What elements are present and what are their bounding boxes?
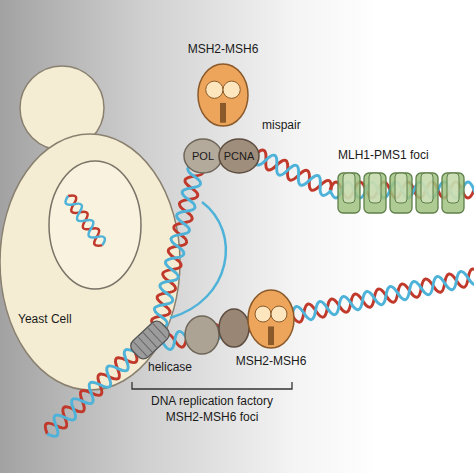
bracket <box>132 382 292 389</box>
mlh1-pms1-foci: MLH1-PMS1 foci <box>334 170 470 216</box>
helicase-outline <box>128 324 172 356</box>
mlh1-pms1-shape <box>442 173 464 213</box>
daughter-dna <box>252 148 335 198</box>
msh-lobe <box>271 306 287 322</box>
pcna-outline <box>219 139 259 173</box>
helicase: helicase <box>128 324 172 356</box>
node-label: PCNA <box>218 149 260 163</box>
msh2-msh6-protein-outline <box>196 62 250 128</box>
polymerase-shape <box>185 316 219 354</box>
polymerase: POL <box>183 138 223 174</box>
mlh1-pms1-shape <box>416 173 438 213</box>
helicase-body <box>128 318 172 361</box>
msh-lobe <box>255 306 271 322</box>
dna-strand <box>252 148 335 198</box>
helicase-symbol <box>128 318 172 361</box>
mlh1-pms1-foci-outline <box>334 170 470 216</box>
foci-label: MSH2-MSH6 foci <box>132 410 292 424</box>
mlh1-pms1-cleft <box>447 173 459 203</box>
nucleus <box>49 161 141 289</box>
dna-strand <box>252 148 335 198</box>
mlh1-pms1-cleft <box>395 173 407 203</box>
polymerase-outline <box>184 139 222 173</box>
node-label: Yeast Cell <box>18 312 98 326</box>
mlh1-pms1-shape <box>364 173 386 213</box>
mlh1-pms1-cleft <box>421 173 433 203</box>
msh2-msh6-protein-outline <box>246 288 296 350</box>
lagging-strand-loop <box>170 202 226 318</box>
chromosome-dna <box>63 193 107 249</box>
msh-notch <box>268 326 274 345</box>
node-label: MLH1-PMS1 foci <box>338 148 466 162</box>
mispair-label: mispair <box>262 118 322 132</box>
msh-outline <box>198 64 248 126</box>
mlh1-pms1-shape <box>338 173 360 213</box>
node-label: MSH2-MSH6 <box>176 42 270 56</box>
mlh1-pms1-shape <box>390 173 412 213</box>
pcna-clamp: PCNA <box>218 138 260 174</box>
msh-notch <box>220 103 226 123</box>
node-label: helicase <box>148 360 208 374</box>
node-label: POL <box>183 149 223 163</box>
mlh1-pms1-cleft <box>343 173 355 203</box>
msh2-msh6-protein: MSH2-MSH6 <box>246 288 296 350</box>
helicase-ridge <box>153 324 167 339</box>
mlh1-pms1-cleft <box>369 173 381 203</box>
factory-label: DNA replication factory <box>132 394 292 408</box>
msh-lobe <box>206 81 223 98</box>
node-label: MSH2-MSH6 <box>224 354 318 368</box>
msh2-msh6-protein: MSH2-MSH6 <box>196 62 250 128</box>
dna-strand <box>63 193 107 249</box>
yeast-body <box>0 134 180 390</box>
pcna-shape <box>219 309 249 347</box>
msh-outline <box>248 290 294 348</box>
msh-lobe <box>223 81 240 98</box>
dna-strand <box>63 193 107 249</box>
